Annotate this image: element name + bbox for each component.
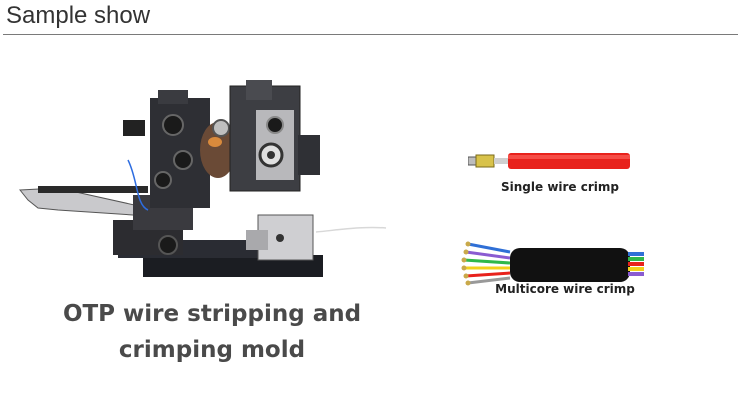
single-wire-image (467, 150, 638, 172)
caption-line-1: OTP wire stripping and (62, 301, 362, 327)
product-caption: OTP wire stripping and crimping mold (62, 296, 362, 368)
section-title: Sample show (6, 2, 151, 29)
single-wire-label: Single wire crimp (501, 180, 619, 194)
multicore-wire-label: Multicore wire crimp (495, 282, 635, 296)
multicore-wire-image (460, 240, 650, 286)
section-divider (3, 34, 738, 35)
stripping-crimping-mold-image (18, 80, 390, 290)
caption-line-2: crimping mold (118, 337, 306, 363)
